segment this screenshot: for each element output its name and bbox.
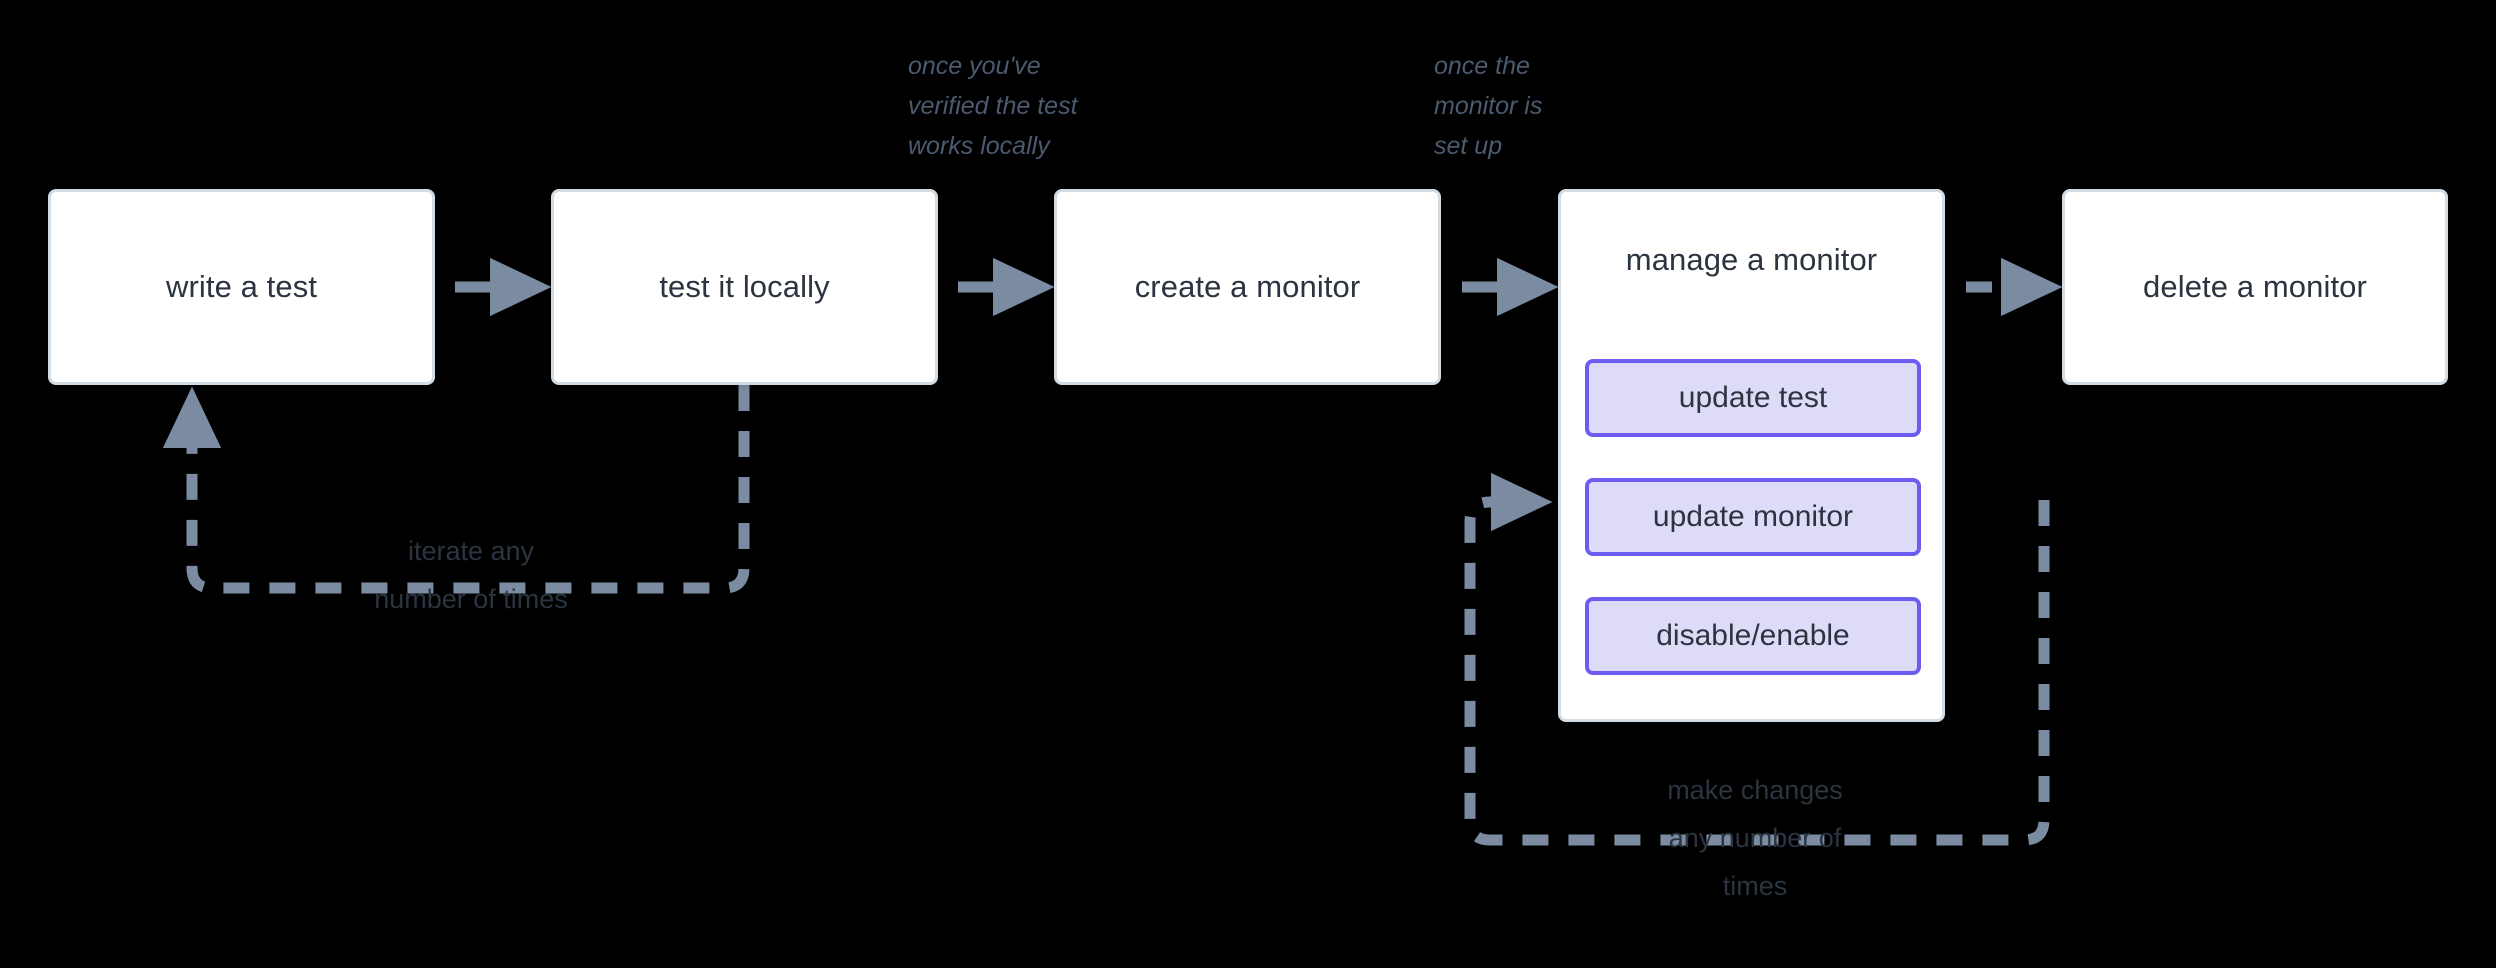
stage-box-delete-a-monitor[interactable]: delete a monitor — [2062, 189, 2448, 385]
stage-label-test-it-locally: test it locally — [659, 269, 830, 304]
subitem-label-update-test: update test — [1678, 381, 1828, 414]
stage-box-write-a-test[interactable]: write a test — [48, 189, 435, 385]
stage-label-create-a-monitor: create a monitor — [1134, 269, 1361, 304]
stage-label-manage-a-monitor: manage a monitor — [1625, 242, 1878, 277]
subitem-label-update-monitor: update monitor — [1652, 500, 1854, 533]
loop-label-make-changes: make changes any number of times — [1667, 775, 1843, 901]
note-verified-locally: once you've verified the test works loca… — [908, 52, 1078, 160]
stage-label-delete-a-monitor: delete a monitor — [2143, 269, 2367, 304]
subitem-disable-enable[interactable]: disable/enable — [1585, 597, 1921, 675]
stage-box-test-it-locally[interactable]: test it locally — [551, 189, 938, 385]
stage-box-create-a-monitor[interactable]: create a monitor — [1054, 189, 1441, 385]
loop-label-iterate: iterate any number of times — [374, 536, 568, 614]
subitem-label-disable-enable: disable/enable — [1656, 619, 1850, 652]
subitem-update-test[interactable]: update test — [1585, 359, 1921, 437]
note-monitor-set-up: once the monitor is set up — [1434, 52, 1543, 160]
subitem-update-monitor[interactable]: update monitor — [1585, 478, 1921, 556]
stage-label-write-a-test: write a test — [165, 269, 318, 304]
stage-box-manage-a-monitor[interactable]: manage a monitor update test update moni… — [1558, 189, 1945, 722]
